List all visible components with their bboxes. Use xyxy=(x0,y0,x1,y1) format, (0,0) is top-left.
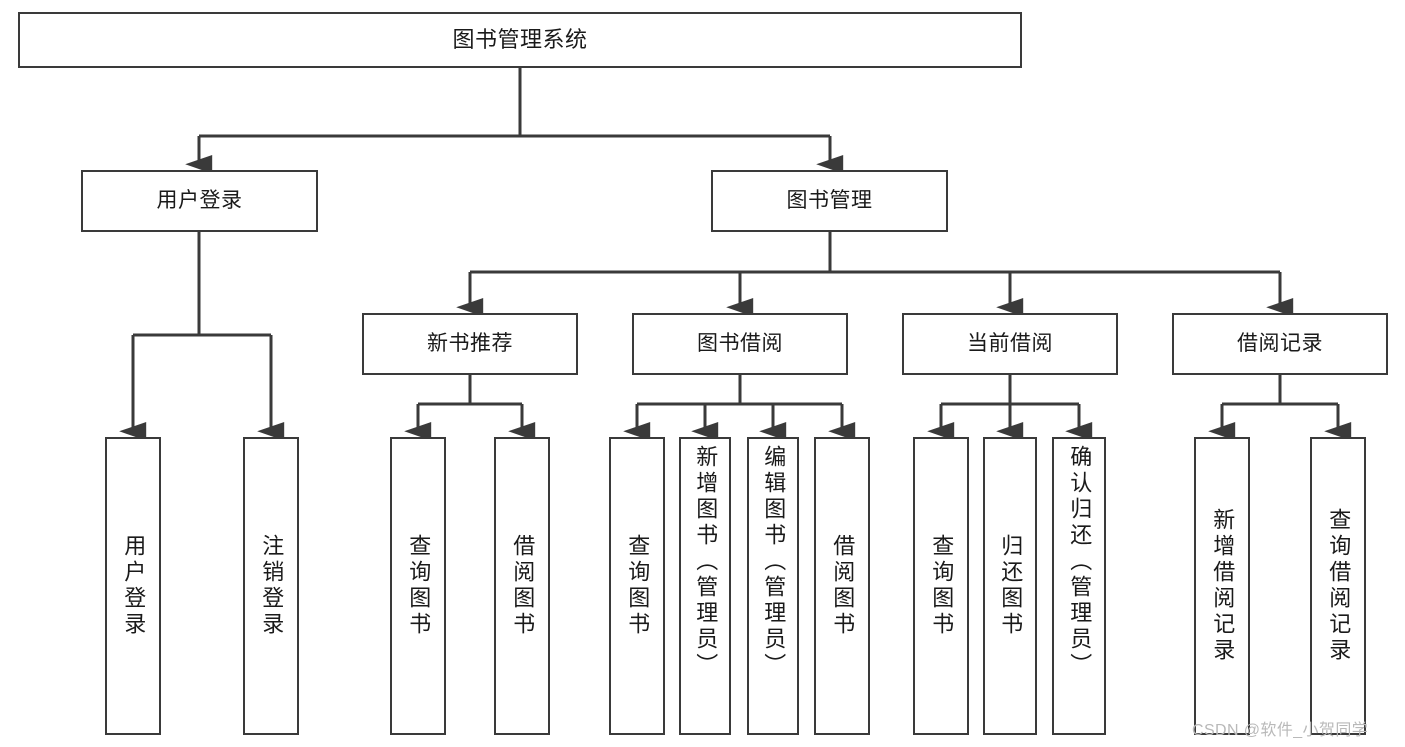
node-label: 归还图书 xyxy=(998,534,1024,638)
node-leaf-add-book-admin[interactable]: 新增图书（管理员） xyxy=(679,437,731,735)
node-leaf-borrow-book[interactable]: 借阅图书 xyxy=(814,437,870,735)
node-leaf-borrow-book-recommend[interactable]: 借阅图书 xyxy=(494,437,550,735)
node-label: 图书管理系统 xyxy=(452,27,588,53)
node-label: 用户登录 xyxy=(121,534,147,638)
node-current-borrow[interactable]: 当前借阅 xyxy=(902,313,1118,375)
node-user-login[interactable]: 用户登录 xyxy=(81,170,318,232)
node-leaf-confirm-return-admin[interactable]: 确认归还（管理员） xyxy=(1052,437,1106,735)
node-label: 借阅记录 xyxy=(1237,331,1323,355)
node-book-management[interactable]: 图书管理 xyxy=(711,170,948,232)
node-label: 图书管理 xyxy=(786,188,873,212)
node-leaf-query-book-borrow[interactable]: 查询图书 xyxy=(609,437,665,735)
node-label: 新增图书（管理员） xyxy=(693,445,719,679)
node-leaf-user-login[interactable]: 用户登录 xyxy=(105,437,161,735)
node-label: 查询图书 xyxy=(625,534,651,638)
node-label: 查询借阅记录 xyxy=(1326,508,1352,664)
node-book-borrow[interactable]: 图书借阅 xyxy=(632,313,848,375)
node-leaf-return-book[interactable]: 归还图书 xyxy=(983,437,1037,735)
node-label: 借阅图书 xyxy=(510,534,536,638)
node-leaf-add-borrow-record[interactable]: 新增借阅记录 xyxy=(1194,437,1250,735)
node-new-book-recommend[interactable]: 新书推荐 xyxy=(362,313,578,375)
node-label: 确认归还（管理员） xyxy=(1067,445,1093,679)
node-label: 注销登录 xyxy=(259,534,285,638)
node-leaf-edit-book-admin[interactable]: 编辑图书（管理员） xyxy=(747,437,799,735)
node-label: 用户登录 xyxy=(156,188,243,212)
node-label: 编辑图书（管理员） xyxy=(761,445,787,679)
csdn-watermark: CSDN @软件_小贺同学 xyxy=(1192,722,1369,739)
node-label: 新增借阅记录 xyxy=(1210,508,1236,664)
node-leaf-query-book-current[interactable]: 查询图书 xyxy=(913,437,969,735)
node-label: 图书借阅 xyxy=(697,331,783,355)
node-label: 当前借阅 xyxy=(967,331,1053,355)
node-leaf-logout-login[interactable]: 注销登录 xyxy=(243,437,299,735)
node-label: 查询图书 xyxy=(929,534,955,638)
node-borrow-record[interactable]: 借阅记录 xyxy=(1172,313,1388,375)
node-label: 新书推荐 xyxy=(427,331,513,355)
node-root-book-management-system[interactable]: 图书管理系统 xyxy=(18,12,1022,68)
node-leaf-query-book-recommend[interactable]: 查询图书 xyxy=(390,437,446,735)
node-leaf-query-borrow-record[interactable]: 查询借阅记录 xyxy=(1310,437,1366,735)
node-label: 借阅图书 xyxy=(830,534,856,638)
node-label: 查询图书 xyxy=(406,534,432,638)
